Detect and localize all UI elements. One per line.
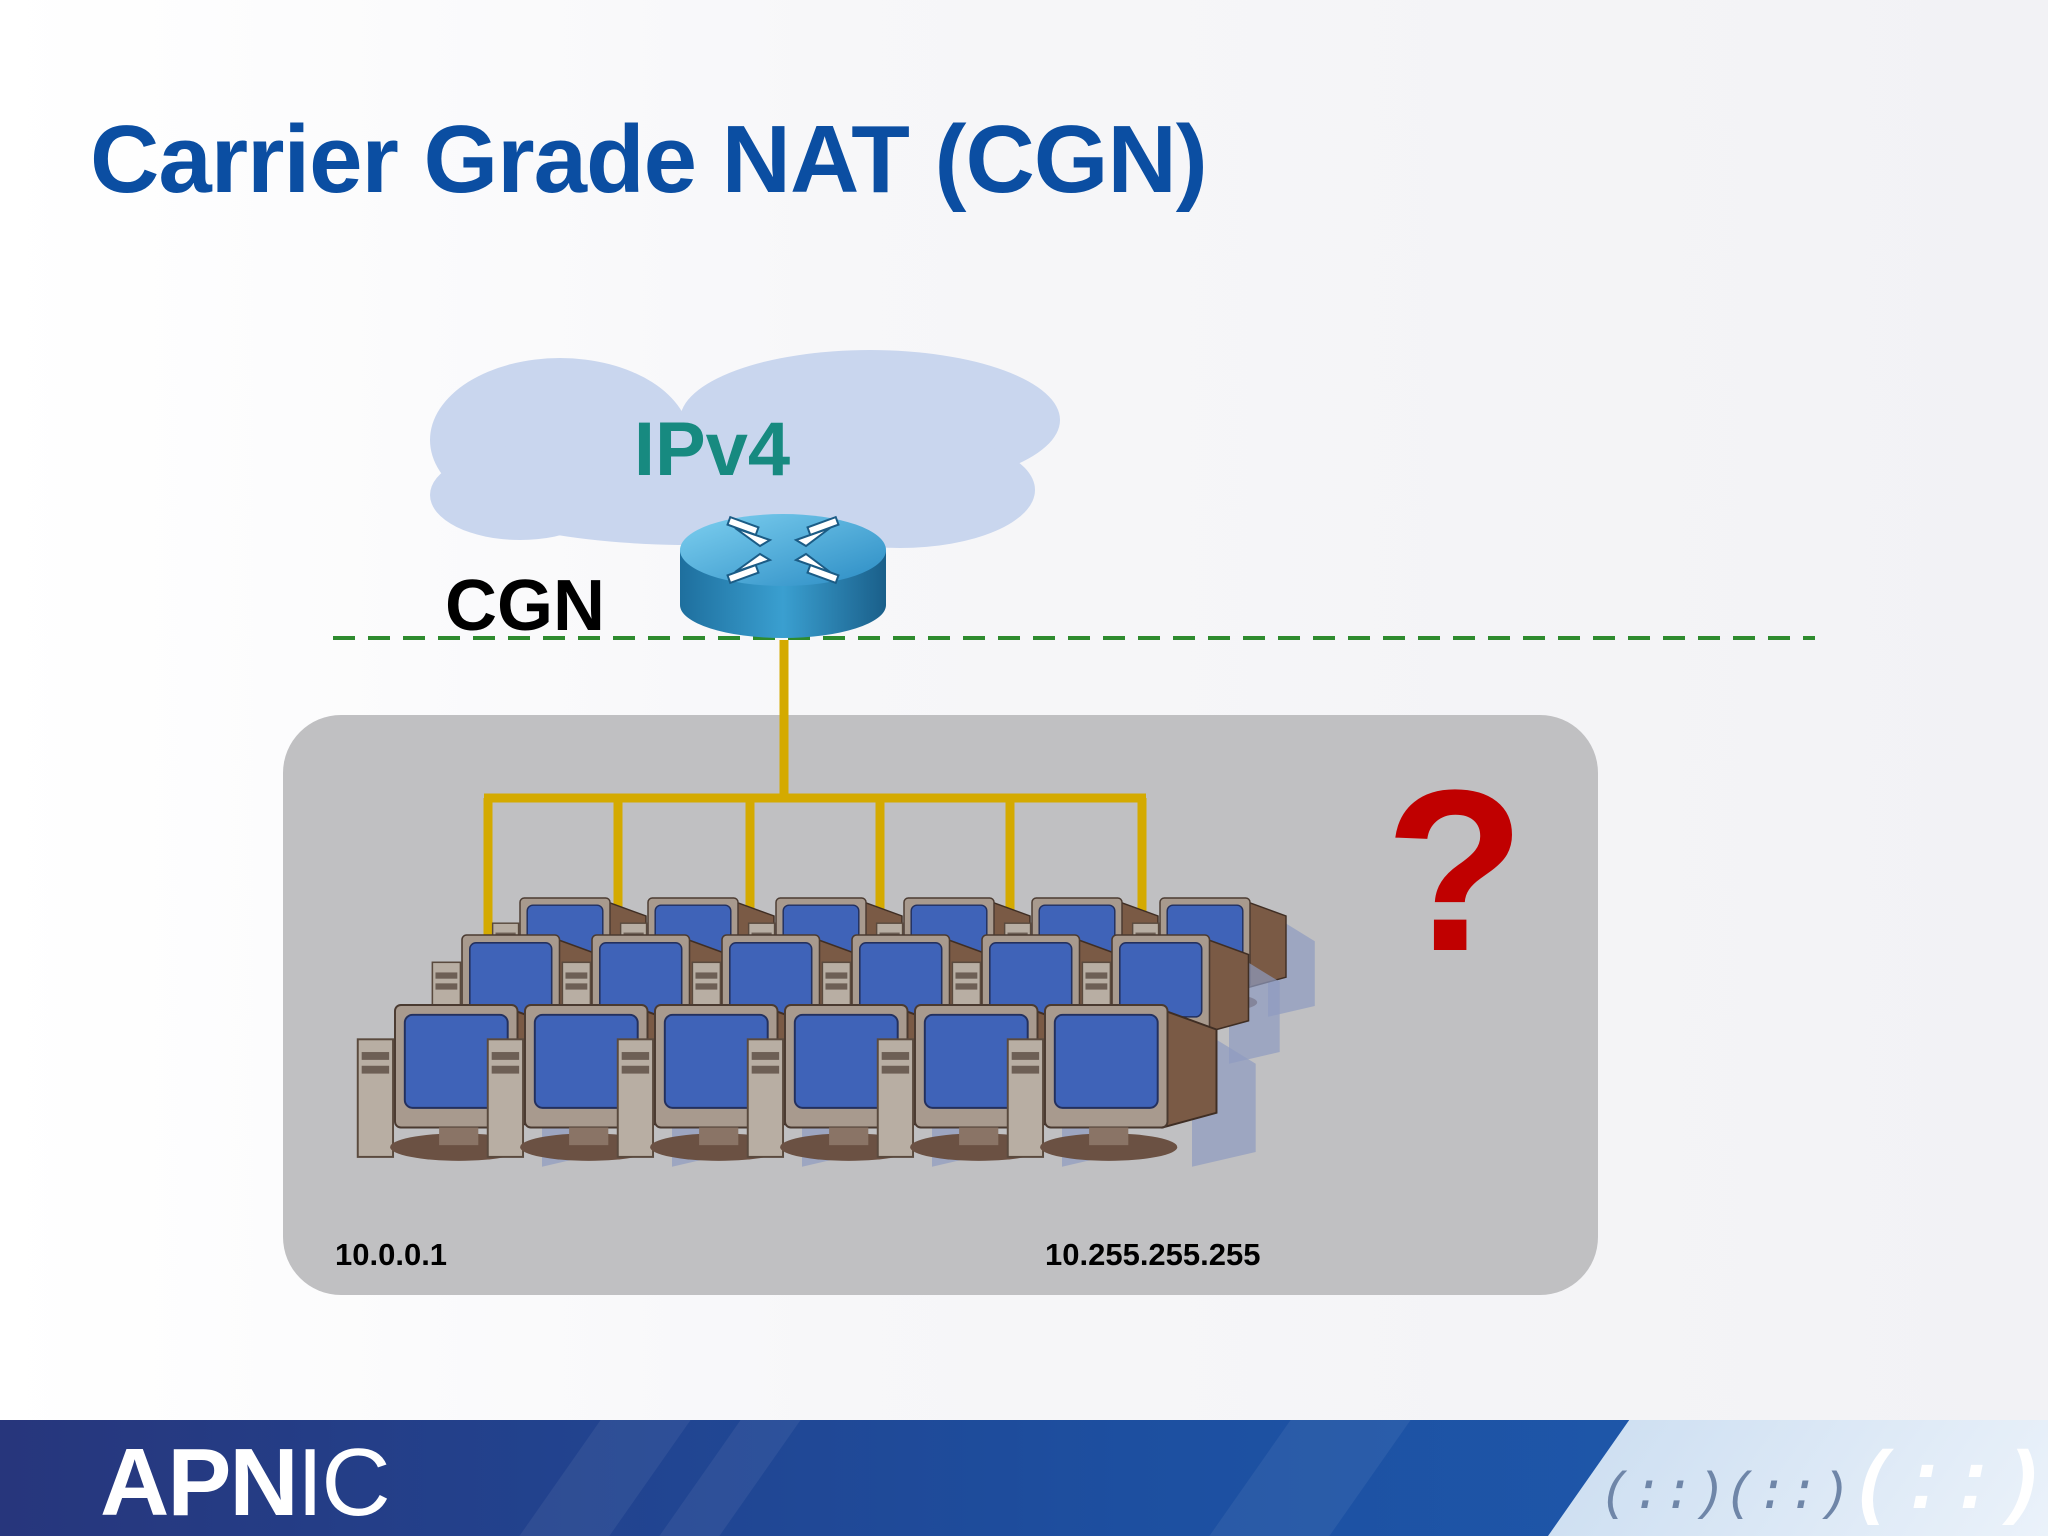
slide-title: Carrier Grade NAT (CGN) <box>90 106 1208 213</box>
ipv4-cloud <box>430 350 1060 548</box>
address-first-label: 10.0.0.1 <box>335 1237 447 1272</box>
ipv6-pattern-graphic: (::)(::)(::)(::)(::)(::) <box>1600 1440 2048 1533</box>
logo-bold-part: APN <box>100 1429 299 1536</box>
logo-light-part: IC <box>296 1429 391 1536</box>
ipv6-pattern-main: (::) <box>1849 1440 2047 1533</box>
cgn-diagram: IPv4 CGN 10.0.0.1 10.255.255.255 <box>283 350 1815 1295</box>
apnic-logo: APNIC <box>100 1428 391 1536</box>
question-mark: ? <box>1385 742 1526 999</box>
address-last-label: 10.255.255.255 <box>1045 1237 1261 1272</box>
router-label: CGN <box>445 566 605 646</box>
cloud-label: IPv4 <box>634 407 790 492</box>
computer-icon <box>1006 1004 1256 1167</box>
footer-bar: APNIC (::)(::)(::)(::)(::)(::) <box>0 1420 2048 1536</box>
client-computers <box>356 897 1315 1167</box>
router-icon <box>680 514 886 638</box>
